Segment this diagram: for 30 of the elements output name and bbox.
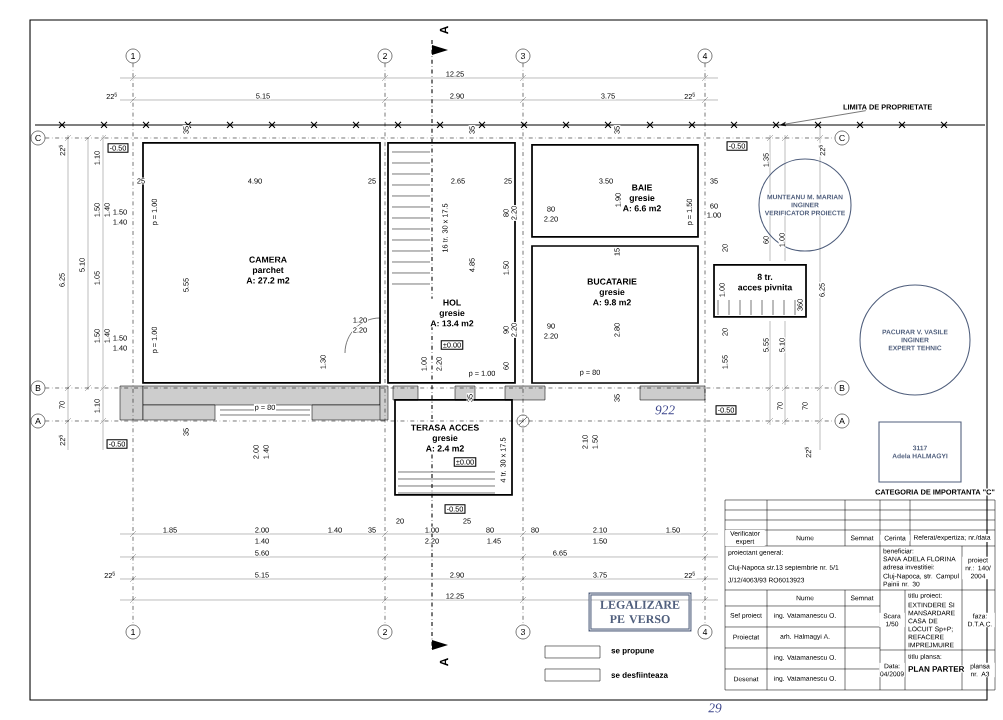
grid-line bbox=[45, 137, 835, 139]
handwritten-number: 922 bbox=[654, 404, 676, 416]
leader-line bbox=[780, 110, 867, 127]
grid-bubble: 3 bbox=[515, 624, 531, 640]
legend-text: se desfiinteaza bbox=[611, 672, 668, 678]
legend-text: se propune bbox=[611, 649, 654, 655]
grid-line bbox=[45, 387, 835, 389]
grid-line bbox=[384, 63, 386, 625]
grid-bubble: 3 bbox=[515, 48, 531, 64]
grid-bubble: 1 bbox=[125, 48, 141, 64]
grid-line bbox=[522, 63, 524, 625]
grid-bubble: 2 bbox=[377, 624, 393, 640]
legalization-stamp: LEGALIZARE PE VERSO bbox=[588, 592, 692, 632]
grid-line bbox=[704, 63, 706, 625]
grid-line bbox=[132, 63, 134, 625]
grid-bubble: A bbox=[30, 413, 46, 429]
grid-bubble: C bbox=[834, 130, 850, 146]
grid-bubble: 4 bbox=[697, 48, 713, 64]
section-letter: A bbox=[439, 656, 449, 668]
grid-bubble: A bbox=[834, 413, 850, 429]
grid-bubble: 4 bbox=[697, 624, 713, 640]
section-letter: A bbox=[439, 24, 449, 36]
grid-line bbox=[45, 420, 835, 422]
grid-bubble: B bbox=[30, 380, 46, 396]
table-text: PLAN PARTER bbox=[907, 665, 966, 673]
grid-bubble: B bbox=[834, 380, 850, 396]
grid-bubble: 2 bbox=[377, 48, 393, 64]
handwritten-number: 29 bbox=[707, 702, 723, 714]
grid-bubble: 1 bbox=[125, 624, 141, 640]
grid-bubble: C bbox=[30, 130, 46, 146]
